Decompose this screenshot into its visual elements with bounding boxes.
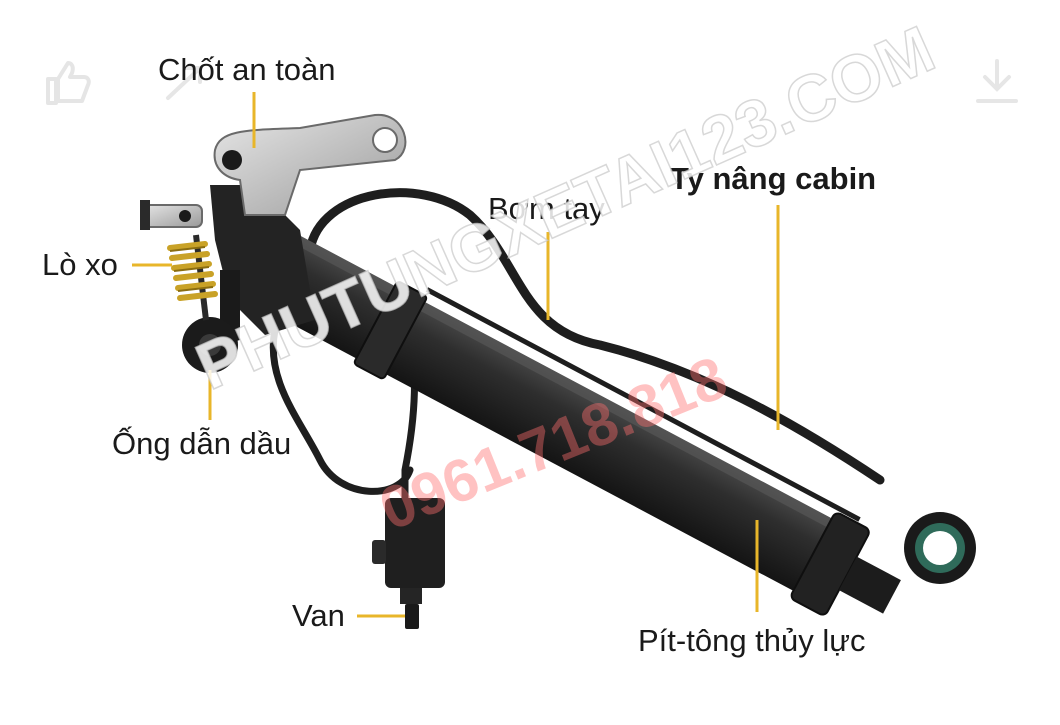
- download-icon[interactable]: [970, 55, 1024, 109]
- hydraulic-cylinder: [253, 231, 901, 616]
- cylinder-head: [182, 185, 315, 373]
- hand-pump-hose: [305, 188, 885, 485]
- label-hand-pump: Bơm tay: [488, 191, 605, 226]
- label-oil-pipe: Ống dẫn dầu: [112, 426, 292, 461]
- label-valve: Van: [292, 598, 345, 633]
- thumbs-up-icon[interactable]: [40, 55, 94, 109]
- rod-eye: [904, 512, 976, 584]
- share-icon[interactable]: [160, 58, 210, 108]
- label-spring: Lò xo: [42, 247, 118, 282]
- label-hydraulic-piston: Pít-tông thủy lực: [638, 623, 866, 658]
- label-cabin-lift-rod: Ty nâng cabin: [670, 161, 877, 196]
- valve-body: [372, 498, 445, 629]
- spring-assembly: [140, 200, 218, 321]
- oil-pipe-hose: [269, 326, 414, 495]
- safety-pin-bracket: [213, 113, 407, 216]
- label-safety-pin: Chốt an toàn: [158, 52, 336, 87]
- leader-lines: [132, 92, 780, 618]
